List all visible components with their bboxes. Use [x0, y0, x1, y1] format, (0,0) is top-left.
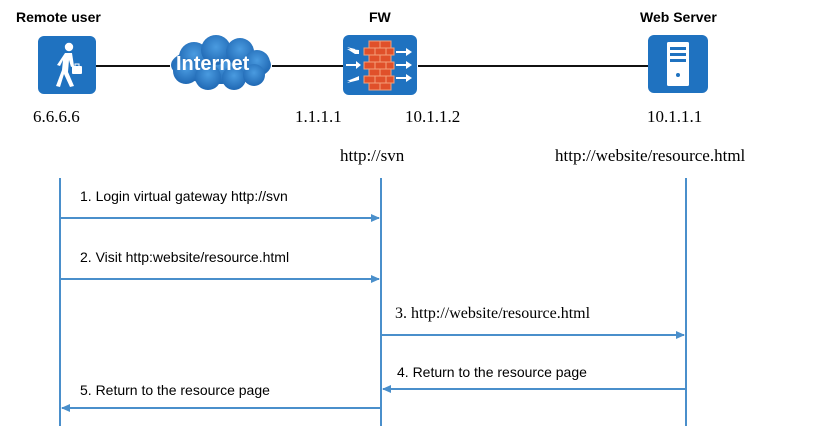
- internet-label: Internet: [176, 53, 250, 75]
- remote-user-ip: 6.6.6.6: [33, 107, 80, 126]
- web-server-ip: 10.1.1.1: [647, 107, 703, 126]
- message-label-4: 4. Return to the resource page: [397, 364, 587, 380]
- firewall-title: FW: [369, 9, 391, 25]
- web-server-title: Web Server: [640, 9, 717, 25]
- message-label-3: 3. http://website/resource.html: [395, 305, 591, 322]
- web-server-url: http://website/resource.html: [555, 146, 746, 165]
- remote-user-title: Remote user: [16, 9, 101, 25]
- server-icon: [648, 35, 708, 93]
- firewall-inside-ip: 10.1.1.2: [405, 107, 461, 126]
- firewall-outside-ip: 1.1.1.1: [295, 107, 342, 126]
- message-label-1: 1. Login virtual gateway http://svn: [80, 188, 288, 204]
- person-walking-icon: [38, 36, 96, 94]
- message-label-2: 2. Visit http:website/resource.html: [80, 249, 290, 265]
- firewall-icon: [343, 35, 417, 95]
- cloud-icon: [164, 33, 278, 95]
- message-label-5: 5. Return to the resource page: [80, 382, 270, 398]
- firewall-url: http://svn: [340, 146, 405, 165]
